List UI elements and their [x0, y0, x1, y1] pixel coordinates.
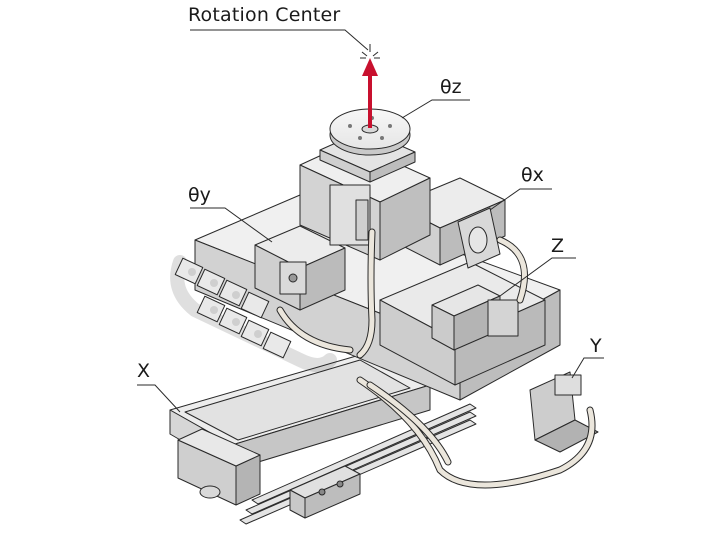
- z-label: Z: [551, 235, 565, 257]
- theta-y-stage: [254, 225, 346, 311]
- theta-y-label: θy: [188, 184, 211, 206]
- rotation-center-label: Rotation Center: [188, 4, 341, 26]
- starburst-icon: [360, 44, 380, 59]
- rotation-axis-arrow: [362, 58, 378, 128]
- theta-z-stage: [299, 108, 431, 261]
- y-label: Y: [590, 335, 602, 357]
- leader-lines: [137, 29, 604, 413]
- theta-z-label: θz: [440, 76, 462, 98]
- cables: [276, 228, 596, 489]
- z-stage: [379, 261, 546, 386]
- theta-x-label: θx: [521, 164, 544, 186]
- x-label: X: [137, 360, 151, 382]
